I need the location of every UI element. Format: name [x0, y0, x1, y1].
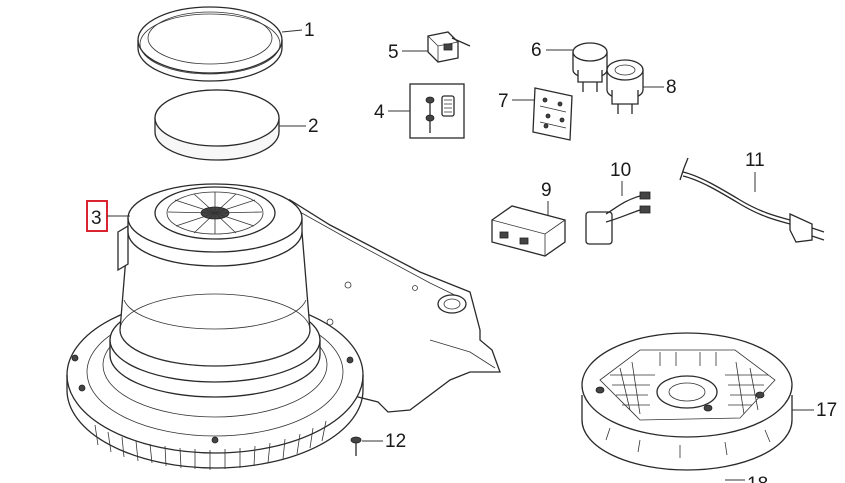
- part-17-base-plate[interactable]: [581, 332, 793, 471]
- svg-text:10: 10: [610, 160, 631, 181]
- callout-11[interactable]: 11: [745, 150, 765, 192]
- base-plate-grid: [610, 352, 768, 415]
- svg-text:4: 4: [374, 102, 385, 123]
- callout-1[interactable]: 1: [281, 20, 315, 41]
- svg-text:8: 8: [666, 77, 677, 98]
- svg-text:2: 2: [308, 116, 319, 137]
- callout-17[interactable]: 17: [792, 400, 837, 421]
- callout-9[interactable]: 9: [541, 180, 552, 216]
- part-10-capacitor[interactable]: [585, 191, 651, 245]
- callout-7[interactable]: 7: [498, 91, 535, 112]
- part-5-switch[interactable]: [427, 31, 471, 63]
- svg-text:7: 7: [498, 91, 509, 112]
- callout-10[interactable]: 10: [610, 160, 631, 196]
- callout-5[interactable]: 5: [388, 42, 428, 63]
- impeller-detail: [166, 191, 264, 235]
- part-3-motor-housing[interactable]: [66, 183, 501, 470]
- part-6-push-button[interactable]: [572, 42, 608, 92]
- svg-text:17: 17: [816, 400, 837, 421]
- svg-text:1: 1: [304, 20, 315, 41]
- part-4-screw-kit[interactable]: [409, 83, 465, 139]
- svg-text:9: 9: [541, 180, 552, 201]
- callout-18[interactable]: 18: [725, 474, 768, 483]
- part-1-gasket-ring[interactable]: [137, 6, 283, 82]
- callout-4[interactable]: 4: [374, 102, 410, 123]
- part-2-filter-disc[interactable]: [154, 89, 280, 161]
- svg-text:11: 11: [745, 150, 765, 171]
- callout-6[interactable]: 6: [531, 40, 573, 61]
- callout-8[interactable]: 8: [643, 77, 677, 98]
- svg-text:5: 5: [388, 42, 399, 63]
- part-7-circuit-board[interactable]: [532, 87, 573, 141]
- part-8-rotary-switch[interactable]: [606, 59, 644, 114]
- part-9-terminal-block[interactable]: [491, 205, 566, 257]
- svg-text:18: 18: [747, 474, 768, 483]
- part-11-power-cord[interactable]: [679, 157, 825, 243]
- callout-3[interactable]: 3: [86, 200, 130, 232]
- svg-text:3: 3: [91, 208, 102, 229]
- svg-text:6: 6: [531, 40, 542, 61]
- svg-text:12: 12: [385, 431, 406, 452]
- callout-2[interactable]: 2: [279, 116, 319, 137]
- callout-12[interactable]: 12: [362, 431, 406, 452]
- part-12-screw[interactable]: [350, 436, 362, 456]
